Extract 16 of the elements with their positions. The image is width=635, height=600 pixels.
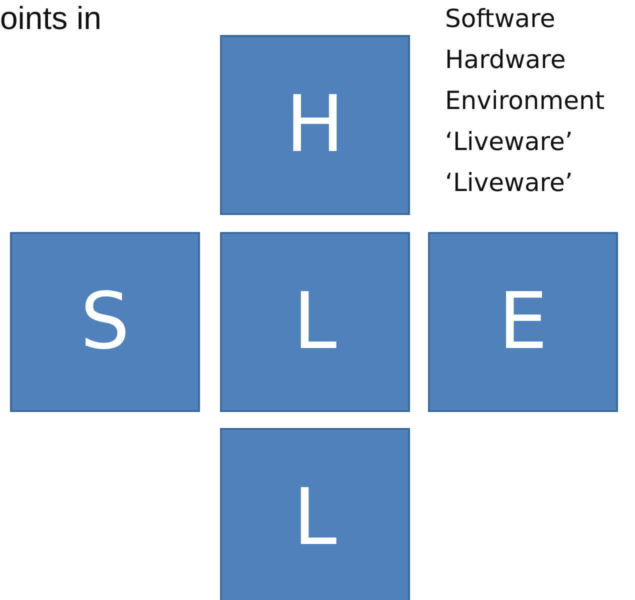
box-letter: E: [498, 283, 548, 361]
box-letter: L: [293, 283, 337, 361]
box-letter: L: [293, 479, 337, 557]
component-name: Software: [445, 5, 556, 32]
box-letter: H: [286, 86, 344, 164]
letter-box: [220, 428, 410, 600]
letter-box: [428, 232, 618, 412]
letter-box: [10, 232, 200, 412]
component-name: Hardware: [445, 46, 566, 74]
letter-box: [220, 35, 410, 215]
letter-box: [220, 232, 410, 412]
heading-fragment: oints in: [0, 0, 102, 37]
component-name: Environment: [445, 87, 605, 114]
component-name: ‘Liveware’: [445, 169, 573, 196]
box-letter: S: [80, 283, 130, 361]
component-name: ‘Liveware’: [445, 128, 573, 156]
